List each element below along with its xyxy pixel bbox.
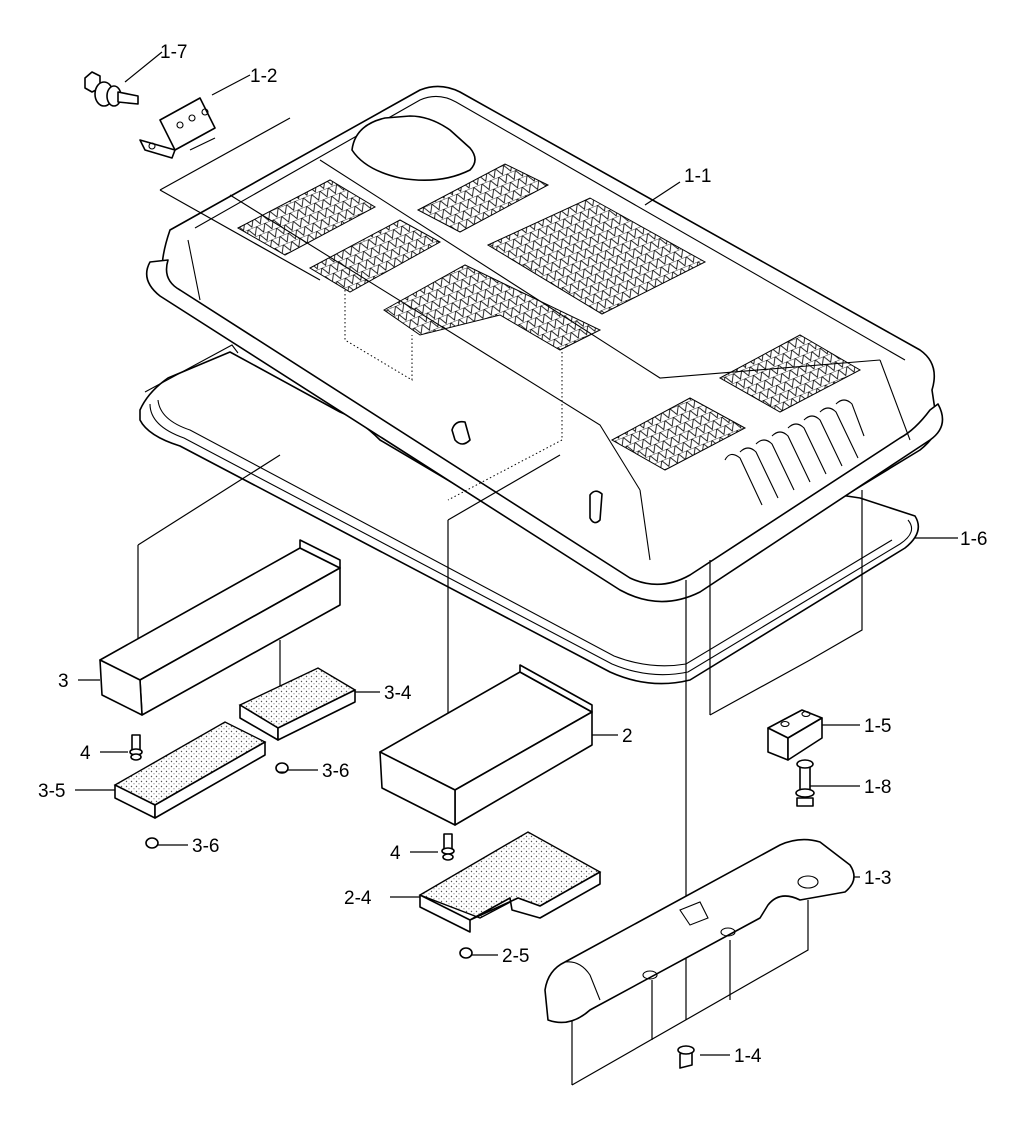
- foam-2-4: [418, 831, 602, 933]
- callout-1-8: 1-8: [864, 777, 891, 798]
- callout-3-4: 3-4: [384, 683, 412, 704]
- callout-2-5: 2-5: [502, 946, 529, 967]
- screw-3-6-b: [145, 837, 159, 849]
- callout-3: 3: [58, 671, 69, 692]
- callout-1-3: 1-3: [864, 868, 891, 889]
- block-1-5: [767, 709, 823, 761]
- callout-1-4: 1-4: [734, 1046, 762, 1067]
- bracket-2: [379, 664, 593, 826]
- lower-cover-1-3: [544, 838, 855, 1024]
- callout-1-5: 1-5: [864, 716, 891, 737]
- main-cover: [145, 85, 944, 603]
- callout-4-right: 4: [390, 843, 401, 864]
- screw-4-left: [129, 734, 143, 761]
- louver-vents: [724, 399, 865, 506]
- callout-3-5: 3-5: [38, 781, 65, 802]
- callout-3-6-upper: 3-6: [322, 761, 349, 782]
- hinge-1-2: [139, 97, 216, 159]
- callout-1-1: 1-1: [684, 166, 711, 187]
- screw-2-5: [459, 947, 473, 959]
- screw-4-right: [441, 833, 455, 861]
- bolt-1-8: [795, 759, 815, 807]
- foam-3-5: [113, 721, 267, 819]
- bolt-1-7: [84, 71, 139, 107]
- callout-1-2: 1-2: [250, 66, 277, 87]
- gasket-ring: [139, 344, 920, 685]
- screw-3-6-a: [275, 762, 289, 774]
- callout-1-7: 1-7: [160, 42, 187, 63]
- callout-2-4: 2-4: [344, 888, 372, 909]
- bracket-3: [99, 539, 341, 716]
- screw-1-4: [677, 1045, 695, 1069]
- callout-1-6: 1-6: [960, 529, 987, 550]
- callout-3-6-lower: 3-6: [192, 836, 219, 857]
- callout-2: 2: [622, 726, 633, 747]
- callout-4-left: 4: [80, 743, 91, 764]
- foam-3-4: [238, 667, 357, 741]
